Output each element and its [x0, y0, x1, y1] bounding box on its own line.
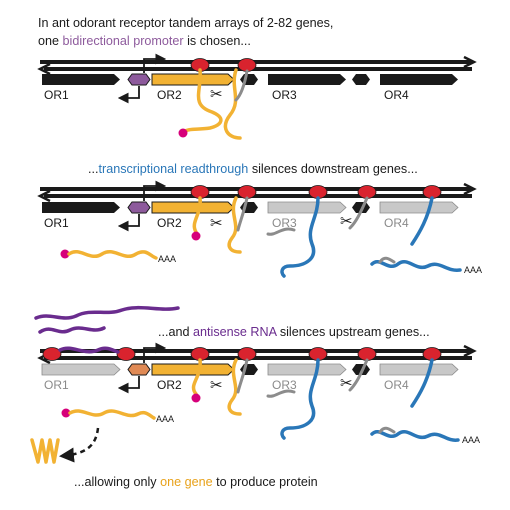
- readthrough-rna-or4-free: [370, 430, 460, 442]
- gene-label: OR3: [272, 216, 297, 230]
- readthrough-rna-tail: [378, 256, 396, 264]
- dna-strand-top-arrow: [463, 344, 477, 358]
- dna-strand-top-arrow: [463, 182, 477, 196]
- polya-tail: AAA: [158, 254, 176, 264]
- mrna-or2: [68, 409, 156, 420]
- gene-label: OR2: [157, 378, 182, 392]
- gene-label: OR4: [384, 378, 409, 392]
- panel-3: ...and antisense RNA silences upstream g…: [30, 305, 480, 464]
- gene-or1: [42, 202, 120, 213]
- polya-tail: AAA: [464, 265, 482, 275]
- gene-label: OR1: [44, 88, 69, 102]
- panel-4-caption: ...allowing only one gene to produce pro…: [74, 475, 318, 489]
- gene-label: OR1: [44, 216, 69, 230]
- panel-1-caption-line-1: In ant odorant receptor tandem arrays of…: [38, 16, 333, 30]
- gene-label: OR2: [157, 88, 182, 102]
- readthrough-rna-tail: [266, 227, 296, 236]
- gene-or2: [151, 363, 235, 376]
- mrna-cap: [178, 128, 188, 138]
- bidirectional-promoter: [127, 73, 151, 86]
- dna-strand-bottom-arrow: [37, 189, 51, 203]
- panel-4: ...allowing only one gene to produce pro…: [74, 475, 318, 489]
- panel-3-caption: ...and antisense RNA silences upstream g…: [158, 325, 430, 339]
- panel-1-caption-line-2: one bidirectional promoter is chosen...: [38, 34, 251, 48]
- scissors-icon: ✂: [340, 213, 353, 230]
- readthrough-rna-tail: [234, 69, 249, 102]
- polya-tail: AAA: [462, 435, 480, 445]
- scissors-icon: ✂: [210, 86, 223, 103]
- scissors-icon: ✂: [340, 375, 353, 392]
- scissors-icon: ✂: [210, 377, 223, 394]
- bidirectional-promoter: [127, 363, 151, 376]
- nascent-rna-or2: [191, 358, 202, 396]
- gene-or2: [151, 201, 235, 214]
- mrna-or2: [67, 250, 158, 260]
- readthrough-rna-or4: [410, 196, 434, 246]
- gene-or4-silenced: [379, 363, 459, 376]
- readthrough-rna-or3: [280, 358, 320, 440]
- readthrough-rna-or3: [280, 196, 320, 278]
- readthrough-rna-tail: [236, 196, 249, 232]
- gene-or3-silenced: [267, 363, 347, 376]
- panel-1: In ant odorant receptor tandem arrays of…: [37, 16, 477, 140]
- promoter-arrow-right-icon: [143, 180, 167, 201]
- readthrough-rna: [227, 358, 242, 416]
- readthrough-rna-tail: [348, 358, 369, 392]
- rna-polymerase-antisense: [42, 347, 62, 361]
- translation-arrow-icon: [59, 427, 100, 463]
- readthrough-rna-or4-free: [370, 260, 462, 272]
- antisense-rna-nascent: [58, 346, 120, 354]
- readthrough-rna-tail: [378, 426, 396, 434]
- gene-or4: [380, 74, 458, 85]
- polya-tail: AAA: [156, 414, 174, 424]
- scissors-icon: ✂: [210, 215, 223, 232]
- gene-or1: [42, 74, 120, 85]
- mrna-cap: [60, 249, 70, 259]
- intergenic-element-2: [352, 74, 370, 85]
- rna-polymerase-antisense: [116, 347, 136, 361]
- readthrough-rna-tail: [236, 358, 249, 394]
- nascent-rna-or2: [192, 196, 202, 234]
- gene-label: OR1: [44, 378, 69, 392]
- readthrough-rna-or4: [410, 358, 434, 408]
- readthrough-rna-tail: [348, 196, 369, 230]
- bidirectional-promoter: [127, 201, 151, 214]
- nascent-rna-or2: [182, 68, 223, 134]
- dna-strand-top-arrow: [463, 55, 477, 69]
- gene-or3-silenced: [267, 201, 347, 214]
- promoter-arrow-left-icon: [117, 376, 140, 394]
- gene-or1-silenced: [41, 363, 121, 376]
- readthrough-rna: [227, 196, 242, 254]
- gene-or3: [268, 74, 346, 85]
- mrna-cap: [191, 393, 201, 403]
- gene-label: OR4: [384, 88, 409, 102]
- readthrough-rna-tail: [266, 389, 296, 398]
- antisense-rna-free: [34, 305, 180, 320]
- gene-label: OR2: [157, 216, 182, 230]
- mrna-cap: [61, 408, 71, 418]
- gene-label: OR3: [272, 88, 297, 102]
- promoter-arrow-left-icon: [117, 214, 140, 232]
- dna-strand-bottom-arrow: [37, 62, 51, 76]
- promoter-arrow-right-icon: [143, 342, 167, 363]
- antisense-rna-free: [38, 326, 106, 334]
- gene-or2: [151, 73, 235, 86]
- mrna-cap: [191, 231, 201, 241]
- promoter-arrow-left-icon: [117, 86, 140, 104]
- gene-label: OR3: [272, 378, 297, 392]
- promoter-arrow-right-icon: [143, 53, 167, 73]
- panel-2: ...transcriptional readthrough silences …: [37, 162, 482, 278]
- gene-label: OR4: [384, 216, 409, 230]
- readthrough-rna: [223, 68, 242, 140]
- protein-icon: [30, 438, 60, 464]
- gene-or4-silenced: [379, 201, 459, 214]
- panel-2-caption: ...transcriptional readthrough silences …: [88, 162, 418, 176]
